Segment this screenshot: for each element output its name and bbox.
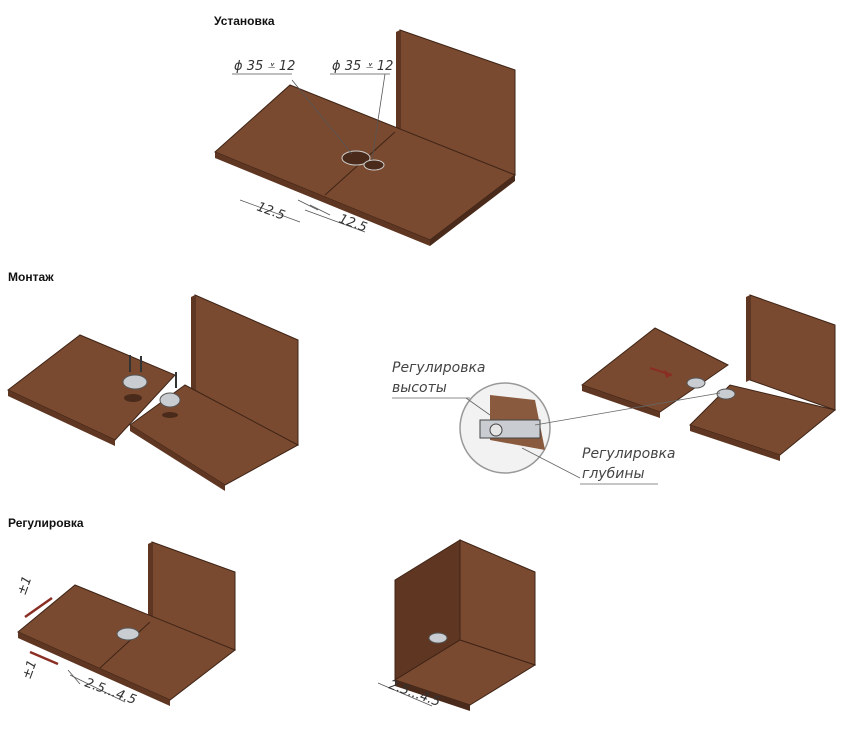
depth-label-1: Регулировка: [582, 446, 675, 462]
tolerance-bottom: ±1: [20, 658, 41, 681]
height-label-1: Регулировка: [392, 360, 485, 376]
offset-left: 12.5: [255, 200, 287, 224]
connector-a: [122, 374, 148, 390]
section-title-adjust: Регулировка: [8, 516, 84, 530]
leader-left: [291, 79, 353, 155]
depth-label-2: глубины: [582, 466, 645, 482]
install-diagram: ϕ 35 ⩡ 12 ϕ 35 ⩡ 12 12.5 12.5: [214, 29, 517, 246]
horizontal-panel-edge: [215, 152, 430, 246]
mount-diagram-right: Регулировка высоты Регулировка глубины: [392, 294, 837, 485]
height-label-2: высоты: [392, 380, 447, 396]
hole-left: [341, 150, 371, 166]
hole-right: [363, 159, 385, 171]
tolerance-top: ±1: [15, 574, 36, 597]
hole-spec-left: ϕ 35 ⩡ 12: [234, 59, 295, 74]
hole-spec-right: ϕ 35 ⩡ 12: [332, 59, 393, 74]
section-title-install: Установка: [214, 14, 275, 28]
leader-right: [371, 73, 386, 161]
section-title-mount: Монтаж: [8, 270, 54, 284]
horizontal-panel-side: [430, 175, 515, 246]
vertical-panel-edge: [396, 30, 400, 137]
connector-b: [159, 392, 181, 408]
adjust-diagram-left: ±1 ±1 2.5...4.5: [15, 541, 236, 708]
mount-diagram-left: [7, 294, 300, 491]
adjust-diagram-right: 2.5...4.5: [377, 539, 537, 711]
